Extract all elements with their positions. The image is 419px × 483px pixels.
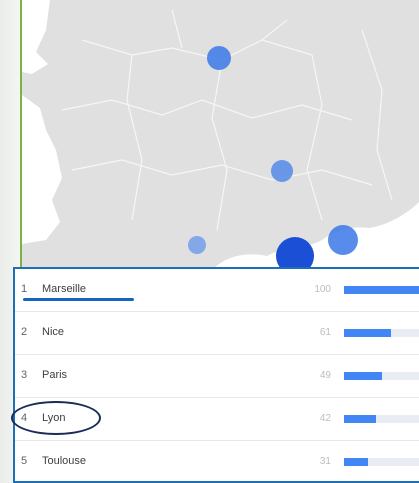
score-bar (344, 286, 419, 294)
region-borders (61, 9, 393, 231)
france-map (22, 0, 419, 270)
bubble-lyon[interactable] (271, 160, 293, 182)
table-row[interactable]: 4 Lyon 42 (11, 398, 419, 441)
table-row[interactable]: 5 Toulouse 31 (15, 441, 419, 483)
map-sea-west (22, 0, 50, 74)
rank-number: 3 (21, 369, 28, 381)
score-bar-track (344, 372, 419, 380)
city-ranking-table: 1 Marseille 100 2 Nice 61 3 Paris 49 (11, 267, 419, 483)
map-sea-south (212, 214, 419, 270)
score-value: 31 (319, 456, 331, 467)
highlight-underline (23, 298, 134, 301)
rank-number: 2 (21, 326, 28, 338)
score-bar (344, 458, 368, 466)
bubble-toulouse[interactable] (188, 236, 206, 254)
geo-map-panel (20, 0, 419, 270)
city-name: Toulouse (42, 455, 87, 467)
score-bar (344, 415, 377, 423)
city-name: Marseille (42, 283, 87, 295)
table-row[interactable]: 3 Paris 49 (15, 355, 419, 398)
score-value: 61 (319, 327, 331, 338)
score-bar-track (344, 415, 419, 423)
bubble-marseille[interactable] (276, 237, 314, 270)
rank-number: 1 (21, 283, 28, 295)
score-bar (344, 372, 382, 380)
bubble-nice[interactable] (328, 225, 358, 255)
score-value: 100 (314, 284, 331, 295)
table-row[interactable]: 2 Nice 61 (15, 312, 419, 355)
score-bar (344, 329, 391, 337)
map-sea-bay (22, 95, 62, 244)
score-bar-track (344, 329, 419, 337)
score-bar-track (344, 458, 419, 466)
bubble-paris[interactable] (207, 46, 231, 70)
score-value: 49 (319, 370, 331, 381)
map-land (22, 0, 419, 270)
highlight-circle (11, 401, 101, 435)
score-value: 42 (319, 413, 331, 424)
rank-number: 5 (21, 455, 28, 467)
table-row[interactable]: 1 Marseille 100 (15, 269, 419, 312)
city-name: Nice (42, 326, 65, 338)
city-name: Paris (42, 369, 68, 381)
score-bar-track (344, 286, 419, 294)
